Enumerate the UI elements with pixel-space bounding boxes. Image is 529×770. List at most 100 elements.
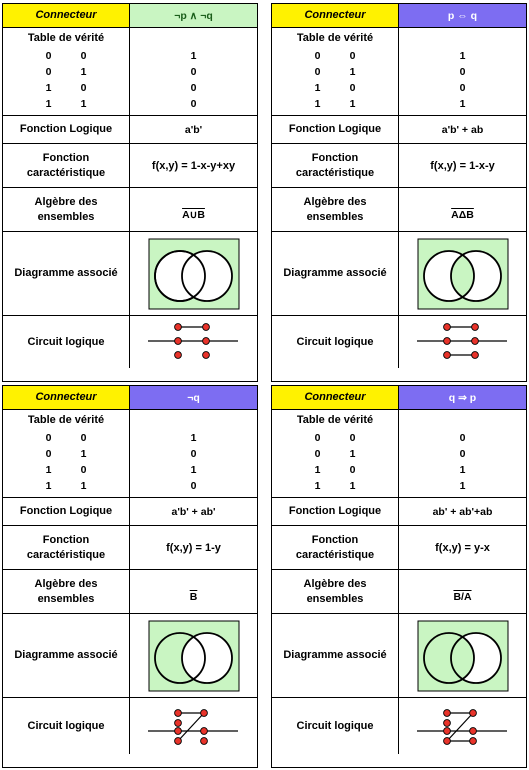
venn-svg [417,620,508,691]
diagramme-label: Diagramme associé [272,232,399,315]
truth-output: 0 [459,82,466,94]
circuit-row: Circuit logique [272,316,526,368]
venn-diagram [130,614,257,697]
connecteur-value: q ⇒ p [399,386,526,409]
diagramme-row: Diagramme associé [272,232,526,316]
connecteur-value: ¬p ∧ ¬q [130,4,257,27]
circuit-row: Circuit logique [272,698,526,754]
truth-output: 1 [459,480,466,492]
truth-input-b: 0 [349,463,356,476]
circuit-row: Circuit logique [3,698,257,754]
connecteur-value: ¬q [130,386,257,409]
truth-input-a: 0 [45,49,52,62]
circuit-label: Circuit logique [3,698,130,754]
connecteur-row: Connecteur q ⇒ p [272,386,526,410]
truth-input-a: 0 [314,65,321,78]
truth-input-a: 0 [45,65,52,78]
circuit-svg [147,709,238,745]
truth-outputs: 1 0 0 1 [399,28,526,115]
truth-table-title: Table de vérité [296,32,374,44]
fonction-logique-label: Fonction Logique [272,116,399,143]
fonction-logique-value: a'b' + ab [441,123,484,136]
truth-input-b: 0 [80,431,87,444]
venn-svg [417,238,508,309]
logic-circuit [399,316,526,368]
fonction-caracteristique-value: f(x,y) = y-x [435,541,490,554]
truth-output: 1 [190,464,197,476]
fonction-caracteristique-row: Fonction caractéristique f(x,y) = 1-x-y [272,144,526,188]
truth-output: 0 [459,432,466,444]
connecteur-label: Connecteur [3,4,130,27]
truth-output: 1 [459,98,466,110]
fonction-logique-label: Fonction Logique [272,498,399,525]
truth-table-title: Table de vérité [27,414,105,426]
circuit-label: Circuit logique [3,316,130,368]
venn-svg [148,620,239,691]
truth-input-a: 1 [45,97,52,110]
fonction-caracteristique-row: Fonction caractéristique f(x,y) = 1-x-y+… [3,144,257,188]
diagramme-label: Diagramme associé [3,232,130,315]
circuit-label: Circuit logique [272,316,399,368]
fonction-caracteristique-value: f(x,y) = 1-x-y+xy [151,159,236,172]
truth-outputs: 0 0 1 1 [399,410,526,497]
truth-output: 0 [459,66,466,78]
truth-input-b: 1 [349,479,356,492]
fonction-caracteristique-label: Fonction caractéristique [272,526,399,569]
truth-input-a: 1 [314,81,321,94]
circuit-svg [147,323,238,359]
truth-output: 1 [459,464,466,476]
truth-table-title: Table de vérité [27,32,105,44]
algebre-label: Algèbre des ensembles [3,188,130,231]
truth-output: 0 [190,448,197,460]
algebre-value: A∪B [182,208,205,221]
truth-output: 1 [190,432,197,444]
algebre-label: Algèbre des ensembles [3,570,130,613]
diagramme-label: Diagramme associé [3,614,130,697]
truth-output: 0 [190,480,197,492]
diagramme-row: Diagramme associé [3,614,257,698]
truth-output: 0 [190,82,197,94]
truth-input-a: 0 [314,431,321,444]
truth-output: 0 [459,448,466,460]
logic-circuit [130,316,257,368]
truth-input-a: 1 [314,479,321,492]
fonction-logique-value: a'b' [184,123,203,136]
connecteur-value: p ⇔ q [399,4,526,27]
fonction-caracteristique-label: Fonction caractéristique [3,526,130,569]
fonction-logique-row: Fonction Logique a'b' + ab' [3,498,257,526]
fonction-caracteristique-label: Fonction caractéristique [3,144,130,187]
truth-input-a: 0 [45,447,52,460]
logic-circuit [399,698,526,754]
venn-svg [148,238,239,309]
connecteur-row: Connecteur p ⇔ q [272,4,526,28]
algebre-row: Algèbre des ensembles A∪B [3,188,257,232]
truth-output: 1 [459,50,466,62]
truth-output: 0 [190,98,197,110]
diagramme-row: Diagramme associé [272,614,526,698]
circuit-svg [416,709,507,745]
venn-diagram [399,232,526,315]
connecteur-label: Connecteur [3,386,130,409]
truth-table-title: Table de vérité [296,414,374,426]
truth-input-a: 0 [314,447,321,460]
truth-input-b: 1 [80,97,87,110]
connecteur-label: Connecteur [272,386,399,409]
algebre-row: Algèbre des ensembles AΔB [272,188,526,232]
truth-input-a: 1 [314,97,321,110]
truth-input-b: 0 [80,81,87,94]
truth-input-b: 0 [80,463,87,476]
fonction-caracteristique-row: Fonction caractéristique f(x,y) = 1-y [3,526,257,570]
truth-input-b: 0 [349,431,356,444]
truth-input-a: 1 [45,479,52,492]
fonction-logique-value: a'b' + ab' [171,505,216,518]
circuit-svg [416,323,507,359]
